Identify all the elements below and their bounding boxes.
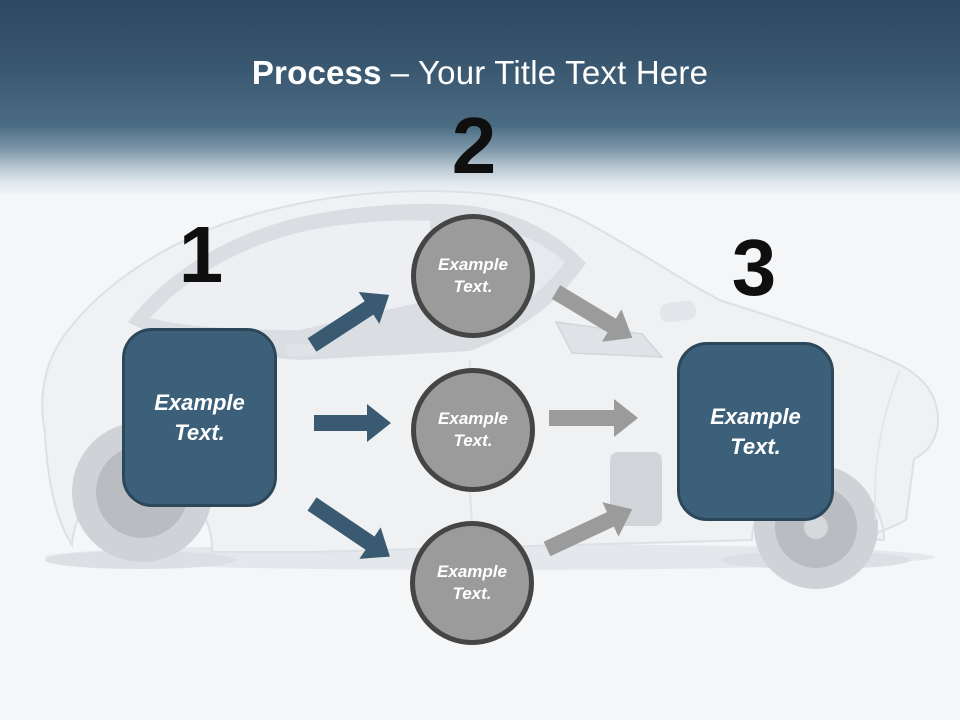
arrow-circle2-to-step3 <box>549 399 638 437</box>
process-box-step1: Example Text. <box>122 328 277 507</box>
process-circle-3: Example Text. <box>410 521 534 645</box>
step-number-1: 1 <box>178 210 224 299</box>
slide-title-keyword: Process <box>251 54 382 91</box>
step-number-2: 2 <box>451 101 497 190</box>
arrow-step1-to-circle2 <box>314 404 391 442</box>
header-gradient-band <box>0 0 960 196</box>
process-circle-3-label: Example Text. <box>437 561 507 603</box>
arrow-circle3-to-step3 <box>543 502 633 557</box>
process-circle-1: Example Text. <box>411 214 535 338</box>
process-circle-2: Example Text. <box>411 368 535 492</box>
arrow-step1-to-circle3 <box>307 497 390 559</box>
process-box-step1-label: Example Text. <box>154 389 245 445</box>
process-box-step3: Example Text. <box>677 342 834 521</box>
process-circle-1-label: Example Text. <box>438 254 508 296</box>
process-box-step3-label: Example Text. <box>710 403 801 459</box>
arrow-step1-to-circle1 <box>307 292 390 352</box>
arrow-circle1-to-step3 <box>551 285 633 342</box>
slide-title-text: – Your Title Text Here <box>390 54 709 91</box>
process-circle-2-label: Example Text. <box>438 408 508 450</box>
step-number-3: 3 <box>731 223 777 312</box>
slide-title: Process– Your Title Text Here <box>0 52 960 94</box>
